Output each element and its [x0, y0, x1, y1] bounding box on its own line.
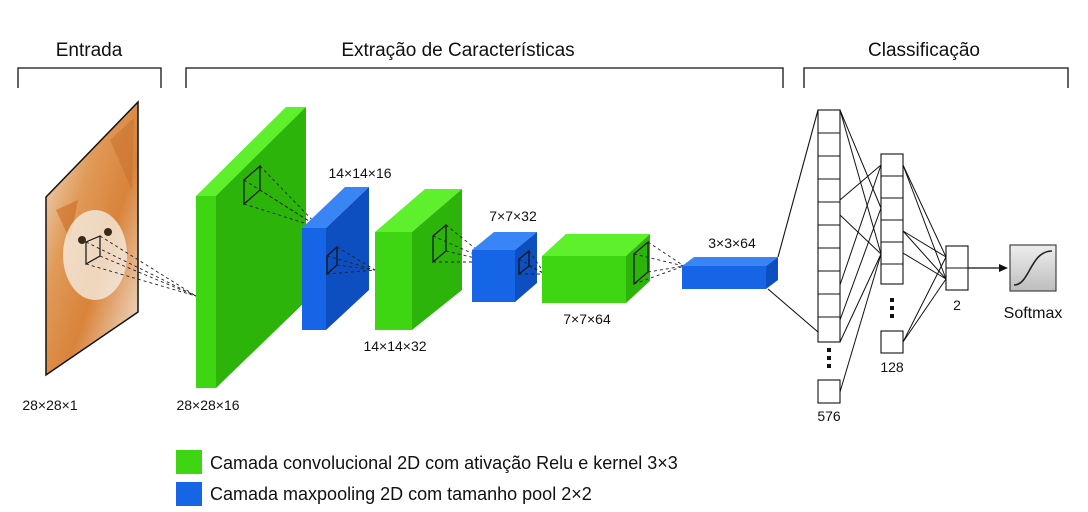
- legend-item-conv: Camada convolucional 2D com ativação Rel…: [176, 450, 678, 474]
- pool3-top: [682, 257, 778, 266]
- pool2-side: [515, 232, 537, 302]
- classifier: 576 128: [767, 109, 1063, 424]
- softmax-arrow: [968, 264, 1008, 272]
- conv1-block: 28×28×16: [176, 107, 306, 413]
- flatten-cell-dividers: [818, 132, 840, 318]
- flatten-dim-label: 576: [817, 408, 841, 424]
- conv3-dim-label: 7×7×64: [563, 311, 611, 327]
- pool1-side: [326, 187, 369, 330]
- dense-column-box: [880, 153, 904, 285]
- input-image: 28×28×1: [22, 100, 139, 413]
- output-dim-label: 2: [953, 297, 961, 313]
- cat-ear: [56, 200, 78, 240]
- cat-eye: [78, 236, 86, 244]
- pool2-block: 7×7×32: [472, 208, 537, 302]
- pool3-block: 3×3×64: [682, 235, 778, 289]
- section-features: Extração de Características: [185, 40, 784, 88]
- flatten-ellipsis: [827, 348, 831, 368]
- conv3-front: [542, 256, 626, 303]
- legend-swatch-conv: [176, 450, 202, 474]
- conv3-block: 7×7×64: [542, 234, 650, 327]
- flatten-last-cell: [817, 379, 841, 404]
- pool3-front: [682, 266, 766, 289]
- section-classification: Classificação: [803, 40, 1069, 88]
- dense-last-cell: [880, 330, 904, 354]
- pool1-top: [302, 187, 369, 228]
- conv3-top: [542, 234, 650, 256]
- softmax-label: Softmax: [1004, 305, 1063, 322]
- conv2-dim-label: 14×14×32: [363, 338, 426, 354]
- section-classification-title: Classificação: [868, 40, 980, 61]
- pool3-side: [766, 257, 778, 289]
- output-column: 2: [945, 245, 969, 313]
- dense-ellipsis: [890, 298, 894, 318]
- sigmoid-curve-icon: [1013, 250, 1053, 286]
- dense-cell-dividers: [881, 175, 903, 265]
- legend: Camada convolucional 2D com ativação Rel…: [176, 450, 678, 506]
- flatten-dense-connections: [839, 109, 882, 393]
- flatten-column: 576: [817, 109, 841, 424]
- conv3-side: [626, 234, 650, 303]
- cat-eye: [104, 228, 112, 236]
- cat-ear: [110, 118, 134, 190]
- softmax-box: [1009, 244, 1057, 292]
- legend-item-pool: Camada maxpooling 2D com tamanho pool 2×…: [176, 482, 592, 506]
- pool1-dim-label: 14×14×16: [328, 165, 391, 181]
- legend-swatch-pool: [176, 482, 202, 506]
- conv3-projection-lines: [633, 241, 685, 285]
- section-classification-bracket: [803, 67, 1069, 88]
- pool1-block: 14×14×16: [302, 165, 392, 330]
- conv1-dim-label: 28×28×16: [176, 397, 239, 413]
- pool1-front: [302, 228, 326, 330]
- input-dim-label: 28×28×1: [22, 397, 77, 413]
- legend-label-conv: Camada convolucional 2D com ativação Rel…: [210, 453, 678, 473]
- pool3-flatten-lines: [767, 109, 819, 333]
- pool1-projection-lines: [326, 246, 376, 275]
- conv1-front: [196, 196, 216, 388]
- pool2-top: [472, 232, 537, 250]
- conv2-block: 14×14×32: [363, 189, 462, 354]
- pool2-front: [472, 250, 515, 302]
- section-features-bracket: [185, 67, 784, 88]
- legend-label-pool: Camada maxpooling 2D com tamanho pool 2×…: [210, 484, 592, 504]
- softmax-icon: Softmax: [1004, 244, 1063, 322]
- flatten-column-box: [817, 109, 841, 343]
- conv2-front: [375, 232, 412, 330]
- dense-column: 128: [880, 153, 904, 375]
- section-input-title: Entrada: [56, 40, 123, 61]
- pool3-dim-label: 3×3×64: [708, 235, 756, 251]
- conv2-side: [412, 189, 462, 330]
- section-input: Entrada: [17, 40, 162, 88]
- conv1-top: [196, 107, 306, 196]
- dense-dim-label: 128: [880, 359, 904, 375]
- conv2-top: [375, 189, 462, 232]
- pool2-dim-label: 7×7×32: [489, 208, 537, 224]
- section-input-bracket: [17, 67, 162, 88]
- input-projection-lines: [85, 235, 197, 297]
- cat-face: [63, 210, 127, 300]
- section-features-title: Extração de Características: [341, 40, 574, 61]
- dense-output-connections: [902, 164, 947, 343]
